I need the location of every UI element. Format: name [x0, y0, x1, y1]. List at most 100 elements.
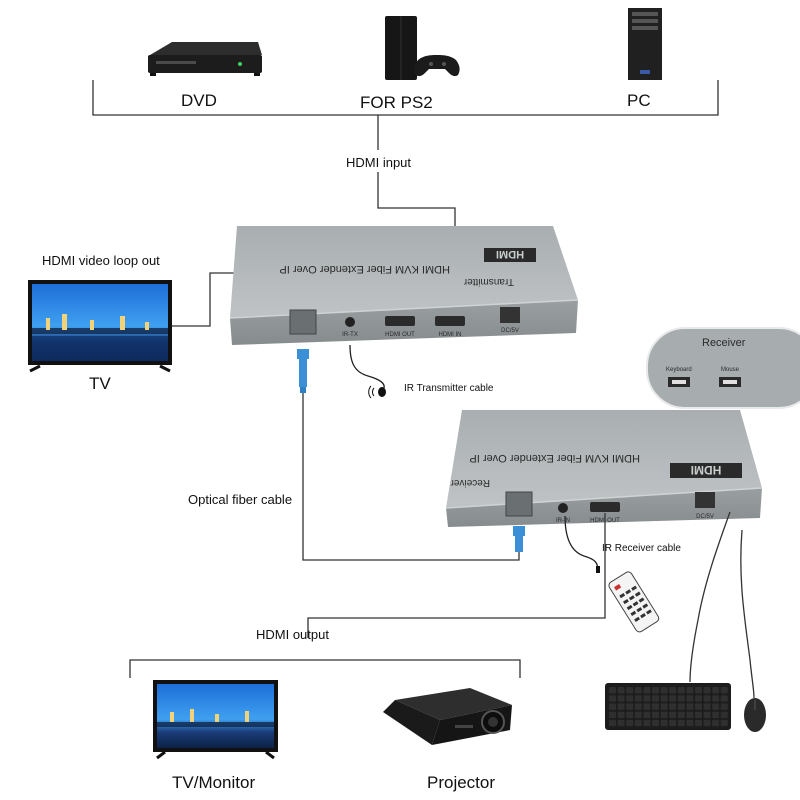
keyboard-key	[712, 703, 720, 710]
optical-fiber-line	[302, 393, 520, 561]
keyboard-key	[720, 711, 728, 719]
receiver-detail-port-label: Keyboard	[666, 367, 692, 373]
keyboard-key	[660, 719, 668, 727]
keyboard-key	[720, 703, 728, 710]
keyboard-key	[634, 687, 642, 694]
keyboard-key	[643, 695, 651, 702]
keyboard-key	[660, 695, 668, 702]
keyboard-key	[703, 711, 711, 719]
keyboard-key	[617, 719, 625, 727]
keyboard-key	[652, 711, 659, 719]
keyboard-key	[695, 695, 702, 702]
receiver-dc-port	[695, 492, 715, 508]
projector-icon	[383, 688, 512, 745]
keyboard-key	[652, 695, 659, 702]
transmitter-hdmi-out-port	[385, 316, 415, 326]
transmitter-port-label: IR-TX	[342, 332, 358, 338]
transmitter-role-text: Transmitter	[463, 276, 514, 287]
keyboard-key	[686, 703, 694, 710]
ir-receiver-cable	[564, 515, 599, 571]
tv-monitor-label: TV/Monitor	[172, 773, 256, 792]
tv-monitor-icon	[153, 680, 278, 760]
receiver-port-label: DC/5V	[696, 514, 714, 520]
keyboard-key	[695, 687, 702, 694]
receiver-hdmi-out-port	[590, 502, 620, 512]
remote-control-icon	[608, 571, 660, 633]
keyboard-key	[626, 687, 634, 694]
keyboard-key	[609, 687, 616, 694]
mouse-icon	[744, 698, 766, 732]
ir-receiver-cable-label: IR Receiver cable	[602, 543, 681, 554]
keyboard-key	[703, 695, 711, 702]
keyboard-key	[660, 703, 668, 710]
keyboard-key	[703, 719, 711, 727]
receiver-model-text: HDMI KVM Fiber Extender Over IP	[469, 452, 640, 464]
svg-text:HDMI: HDMI	[691, 463, 722, 477]
ir-receiver-head	[596, 566, 600, 573]
keyboard-key	[609, 703, 616, 710]
keyboard-key	[695, 703, 702, 710]
keyboard-key	[677, 719, 685, 727]
dvd-player-icon	[148, 42, 262, 76]
keyboard-key	[712, 695, 720, 702]
transmitter-hdmi-in-port	[435, 316, 465, 326]
transmitter-fiber-port	[289, 309, 317, 335]
receiver-fiber-connector	[513, 526, 525, 552]
keyboard-key	[677, 695, 685, 702]
keyboard-key	[703, 687, 711, 694]
ps-label: FOR PS2	[360, 93, 433, 112]
receiver-device: HDMI KVM Fiber Extender Over IP Receiver…	[445, 410, 763, 527]
transmitter-ir-port	[345, 317, 355, 327]
keyboard-key	[703, 703, 711, 710]
keyboard-key	[643, 719, 651, 727]
keyboard-key	[677, 711, 685, 719]
keyboard-key	[652, 687, 659, 694]
keyboard-key	[669, 703, 677, 710]
keyboard-key	[712, 687, 720, 694]
keyboard-key	[669, 711, 677, 719]
keyboard-key	[643, 687, 651, 694]
keyboard-key	[669, 719, 677, 727]
keyboard-key	[617, 703, 625, 710]
keyboard-key	[609, 711, 616, 719]
keyboard-key	[677, 687, 685, 694]
keyboard-key	[677, 703, 685, 710]
keyboard-key	[634, 695, 642, 702]
keyboard-key	[669, 687, 677, 694]
receiver-detail-panel: Receiver Keyboard Mouse	[646, 327, 800, 409]
ir-transmitter-cable-label: IR Transmitter cable	[404, 383, 494, 394]
keyboard-key	[660, 711, 668, 719]
ir-sensor-icon	[368, 385, 386, 399]
transmitter-port-label: HDMI OUT	[385, 332, 415, 338]
receiver-ir-port	[558, 503, 568, 513]
keyboard-key	[686, 711, 694, 719]
receiver-detail-port-label: Mouse	[721, 367, 740, 373]
receiver-detail-title: Receiver	[702, 337, 746, 349]
tv-icon	[28, 280, 172, 373]
ir-transmitter-cable	[349, 344, 386, 399]
keyboard-key	[626, 703, 634, 710]
output-bracket	[129, 659, 521, 678]
projector-label: Projector	[427, 773, 496, 792]
transmitter-port-label: HDMI IN	[439, 332, 462, 338]
keyboard-key	[643, 711, 651, 719]
keyboard-key	[720, 695, 728, 702]
keyboard-key	[617, 687, 625, 694]
receiver-role-text: Receiver	[450, 477, 490, 488]
keyboard-key	[686, 719, 694, 727]
dvd-label: DVD	[181, 91, 217, 110]
receiver-port-label: IR-IN	[556, 518, 570, 524]
transmitter-port-label: DC/5V	[501, 328, 519, 334]
transmitter-device: HDMI KVM Fiber Extender Over IP Transmit…	[229, 226, 579, 345]
keyboard-key	[660, 687, 668, 694]
game-console-icon	[385, 16, 460, 80]
keyboard-key	[634, 719, 642, 727]
tv-label: TV	[89, 374, 111, 393]
transmitter-dc-port	[500, 307, 520, 323]
keyboard-key	[695, 719, 702, 727]
keyboard-key	[712, 711, 720, 719]
keyboard-key	[626, 719, 634, 727]
keyboard-key	[712, 719, 720, 727]
hdmi-loop-out-label: HDMI video loop out	[42, 253, 160, 268]
